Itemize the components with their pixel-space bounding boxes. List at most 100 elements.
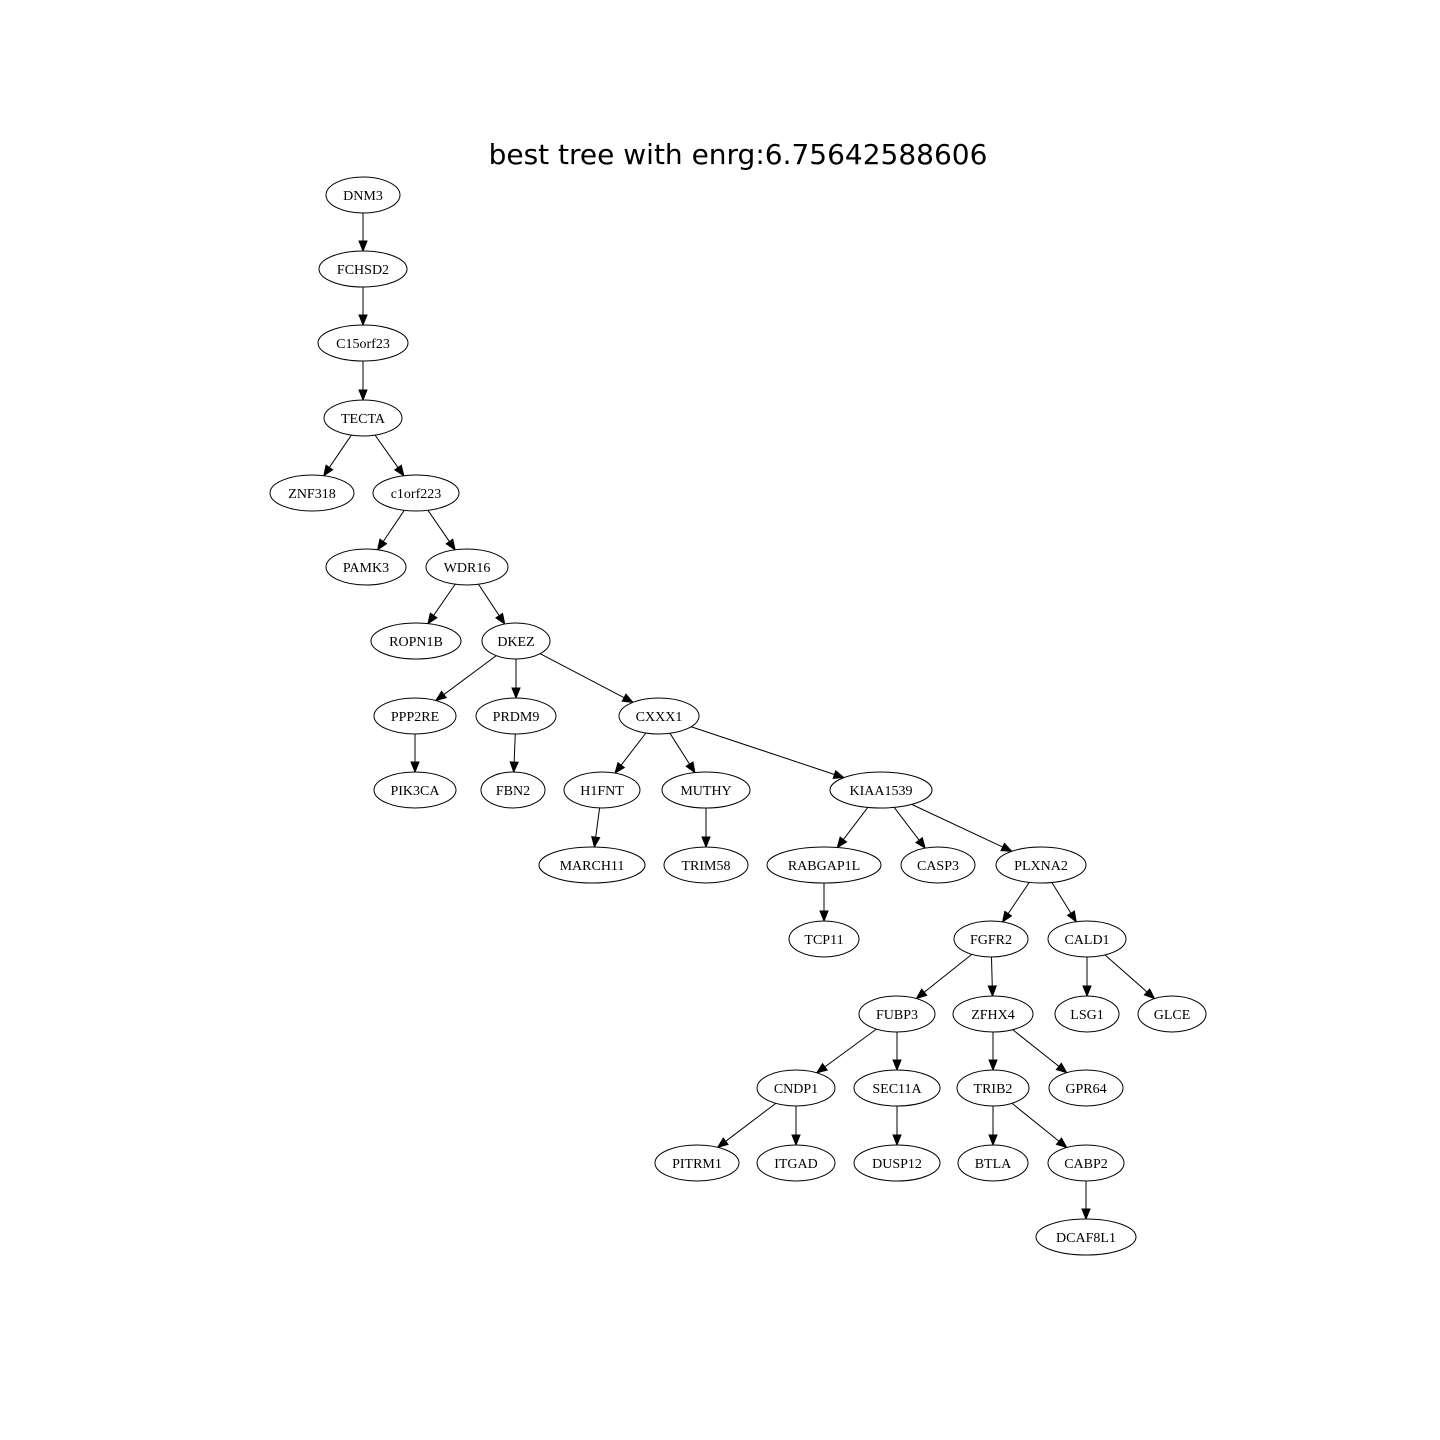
node-KIAA1539: KIAA1539	[829, 771, 933, 809]
node-ellipse	[858, 995, 936, 1033]
edge-arrowhead	[832, 769, 846, 779]
edge-CALD1-to-LSG1	[1082, 957, 1092, 998]
node-label: FUBP3	[876, 1008, 918, 1023]
edge-arrowhead	[988, 1059, 998, 1072]
node-CALD1: CALD1	[1047, 920, 1127, 958]
node-ROPN1B: ROPN1B	[370, 622, 462, 660]
node-ZNF318: ZNF318	[269, 474, 355, 512]
node-label: FCHSD2	[337, 263, 389, 278]
node-ellipse	[269, 474, 355, 512]
node-label: CALD1	[1064, 933, 1109, 948]
node-RABGAP1L: RABGAP1L	[766, 846, 882, 884]
node-ZFHX4: ZFHX4	[952, 995, 1034, 1033]
edge-line	[923, 953, 973, 993]
node-ellipse	[1047, 1144, 1125, 1182]
node-ellipse	[756, 1069, 836, 1107]
edge-line	[433, 583, 456, 616]
edge-arrowhead	[591, 835, 601, 849]
edge-arrowhead	[495, 612, 506, 626]
edge-CABP2-to-DCAF8L1	[1081, 1181, 1091, 1221]
edge-arrowhead	[988, 1134, 998, 1147]
edge-TRIB2-to-BTLA	[988, 1106, 998, 1147]
edge-DKEZ-to-PRDM9	[511, 659, 521, 700]
node-ellipse	[1054, 995, 1120, 1033]
node-label: BTLA	[975, 1157, 1012, 1172]
edge-arrowhead	[511, 687, 521, 700]
edge-FUBP3-to-CNDP1	[815, 1028, 877, 1074]
node-ellipse	[618, 697, 700, 735]
edge-arrowhead	[509, 761, 519, 774]
node-DNM3: DNM3	[325, 176, 401, 214]
node-TRIM58: TRIM58	[663, 846, 749, 884]
node-DKEZ: DKEZ	[481, 622, 551, 660]
node-ellipse	[563, 771, 641, 809]
edge-line	[824, 1028, 877, 1068]
edge-WDR16-to-ROPN1B	[427, 583, 456, 625]
edge-CXXX1-to-KIAA1539	[690, 726, 846, 779]
node-ellipse	[654, 1144, 740, 1182]
edge-line	[1007, 882, 1030, 914]
node-MARCH11: MARCH11	[538, 846, 646, 884]
node-ellipse	[953, 920, 1029, 958]
node-label: CASP3	[917, 859, 959, 874]
edge-arrowhead	[892, 1059, 902, 1072]
edge-arrowhead	[614, 761, 626, 775]
edge-line	[690, 726, 835, 775]
node-TRIB2: TRIB2	[956, 1069, 1030, 1107]
node-label: ZFHX4	[971, 1008, 1015, 1023]
node-ellipse	[853, 1144, 941, 1182]
node-label: GPR64	[1065, 1082, 1106, 1097]
edge-FGFR2-to-FUBP3	[915, 953, 973, 1000]
node-PITRM1: PITRM1	[654, 1144, 740, 1182]
edge-arrowhead	[376, 538, 388, 551]
edge-line	[513, 733, 516, 763]
edge-line	[669, 733, 690, 765]
edge-arrowhead	[915, 988, 928, 1000]
node-label: PIK3CA	[390, 784, 440, 799]
edge-arrowhead	[685, 761, 696, 774]
edge-line	[374, 434, 399, 468]
node-ellipse	[475, 697, 557, 735]
edge-line	[595, 807, 601, 838]
edge-KIAA1539-to-RABGAP1L	[836, 807, 869, 849]
node-label: TRIB2	[974, 1082, 1013, 1097]
node-label: TECTA	[341, 412, 386, 427]
edge-FGFR2-to-ZFHX4	[987, 956, 997, 998]
edge-arrowhead	[716, 1137, 729, 1149]
edge-PPP2RE-to-PIK3CA	[410, 734, 420, 774]
node-CNDP1: CNDP1	[756, 1069, 836, 1107]
edge-arrowhead	[1066, 910, 1077, 923]
node-CXXX1: CXXX1	[618, 697, 700, 735]
edge-arrowhead	[836, 836, 848, 849]
edge-FUBP3-to-SEC11A	[892, 1032, 902, 1072]
edge-C15orf23-to-TECTA	[358, 361, 368, 402]
edge-KIAA1539-to-CASP3	[893, 807, 926, 850]
node-label: WDR16	[444, 561, 491, 576]
node-ellipse	[957, 1144, 1029, 1182]
node-ellipse	[756, 1144, 836, 1182]
node-label: PLXNA2	[1014, 859, 1068, 874]
edge-line	[911, 803, 1003, 848]
node-ellipse	[900, 846, 976, 884]
edge-CALD1-to-GLCE	[1104, 954, 1156, 1000]
node-label: GLCE	[1154, 1008, 1191, 1023]
edge-arrowhead	[322, 464, 334, 477]
node-label: MARCH11	[560, 859, 625, 874]
edge-arrowhead	[819, 910, 829, 923]
node-TECTA: TECTA	[323, 399, 403, 437]
node-label: SEC11A	[872, 1082, 922, 1097]
edge-ZFHX4-to-TRIB2	[988, 1032, 998, 1072]
node-ellipse	[956, 1069, 1030, 1107]
edge-TECTA-to-c1orf223	[374, 434, 405, 477]
node-label: CNDP1	[774, 1082, 818, 1097]
edge-line	[427, 510, 450, 542]
node-ellipse	[788, 920, 860, 958]
node-TCP11: TCP11	[788, 920, 860, 958]
node-ellipse	[325, 176, 401, 214]
node-ellipse	[481, 622, 551, 660]
edge-arrowhead	[445, 538, 456, 551]
edge-arrowhead	[427, 612, 438, 625]
node-label: LSG1	[1070, 1008, 1103, 1023]
